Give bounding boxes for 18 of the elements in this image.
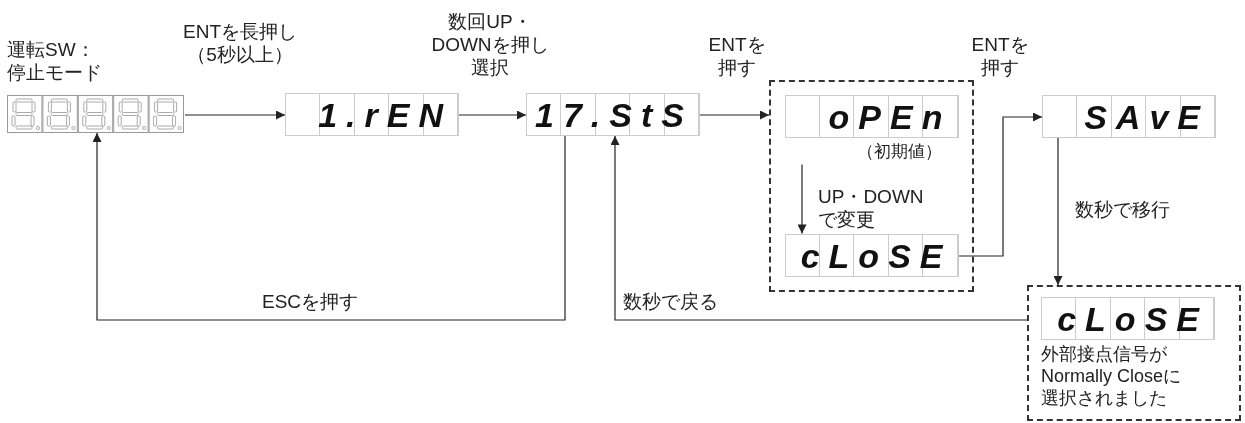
arrow — [92, 132, 566, 321]
arrow — [184, 110, 286, 120]
value-caption: （初期値） — [856, 140, 943, 163]
display-readout: oPEn — [828, 96, 952, 138]
dashed-group-box — [1027, 285, 1241, 421]
status-note: 外部接点信号がNormally Closeに選択されました — [1041, 343, 1183, 409]
arrow — [957, 112, 1043, 257]
arrow — [797, 163, 807, 235]
display-readout: cLoSE — [800, 235, 952, 277]
display-readout: cLoSE — [1057, 299, 1208, 340]
arrow — [699, 110, 770, 120]
arrow — [1053, 137, 1063, 286]
arrow — [610, 135, 1028, 321]
display-readout: 1.rEN — [318, 95, 452, 136]
arrow — [458, 110, 527, 120]
display-readout: SAvE — [1084, 97, 1209, 138]
display-readout: 17.StS — [535, 95, 693, 136]
mode-heading: 運転SW：停止モード — [7, 38, 103, 85]
